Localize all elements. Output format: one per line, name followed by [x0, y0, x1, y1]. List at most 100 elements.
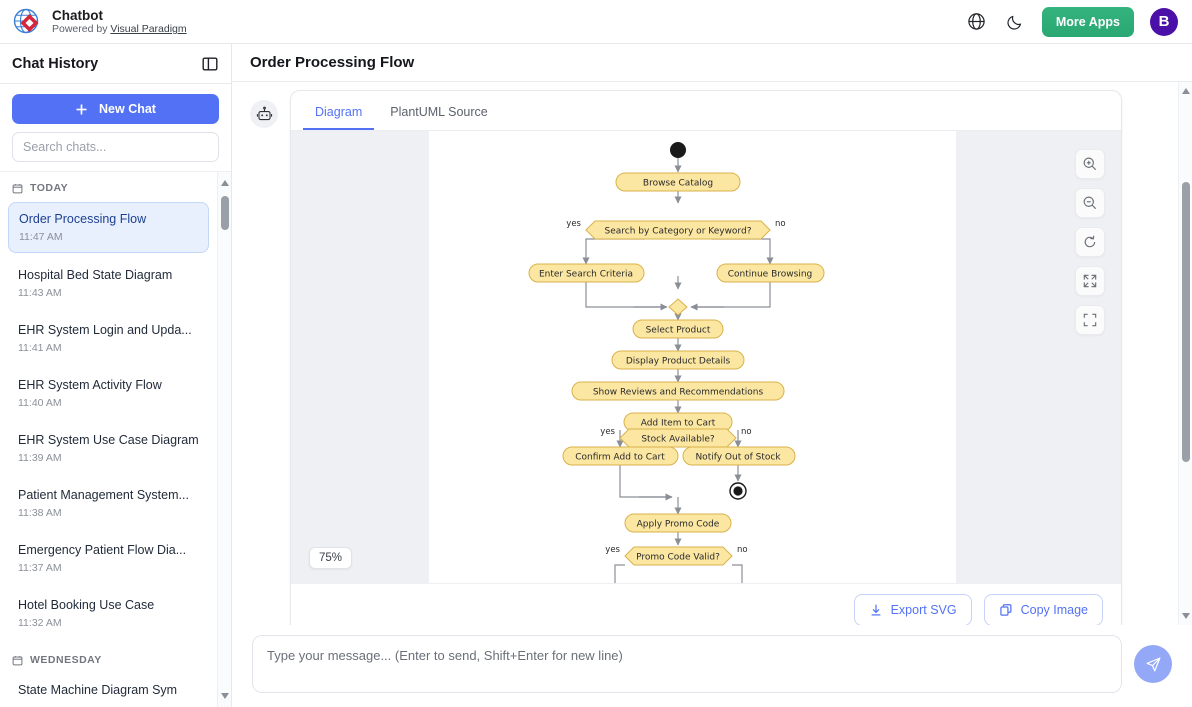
chat-history-item[interactable]: Order Processing Flow 11:47 AM	[8, 202, 209, 254]
diagram-decision-search: Search by Category or Keyword? yes no	[566, 219, 786, 240]
diagram-node-add-item-to-cart: Add Item to Cart	[623, 412, 733, 432]
search-input[interactable]	[12, 132, 219, 162]
main-scroll-down-arrow[interactable]	[1182, 613, 1190, 619]
plus-icon	[75, 103, 88, 116]
chat-group-label: TODAY	[0, 172, 217, 202]
svg-text:no: no	[741, 427, 752, 437]
new-chat-button[interactable]: New Chat	[12, 94, 219, 124]
chat-group-label-text: TODAY	[30, 182, 69, 194]
svg-text:Continue Browsing: Continue Browsing	[728, 270, 812, 280]
chat-item-title: EHR System Activity Flow	[18, 378, 162, 393]
moon-icon[interactable]	[1004, 11, 1026, 33]
sidebar-scrollbar[interactable]	[217, 172, 231, 707]
chat-item-title: Patient Management System...	[18, 488, 189, 503]
diagram-node-confirm-add-to-cart: Confirm Add to Cart	[562, 446, 679, 466]
diagram-sheet: Browse Catalog Search by Category or Key…	[429, 131, 956, 583]
chat-item-time: 11:38 AM	[18, 507, 62, 520]
paper-plane-icon	[1145, 656, 1162, 673]
scroll-down-arrow[interactable]	[221, 693, 229, 701]
chat-history-item[interactable]: Hotel Booking Use Case 11:32 AM	[8, 589, 209, 638]
svg-text:no: no	[775, 219, 786, 229]
svg-text:yes: yes	[600, 427, 615, 437]
diagram-initial-node	[670, 142, 686, 158]
calendar-icon	[12, 183, 23, 194]
svg-text:Enter Search Criteria: Enter Search Criteria	[539, 270, 633, 280]
calendar-icon	[12, 655, 23, 666]
diagram-node-notify-out-of-stock: Notify Out of Stock	[682, 446, 796, 466]
diagram-final-node	[729, 482, 747, 500]
svg-text:Add Item to Cart: Add Item to Cart	[641, 419, 716, 429]
svg-text:Browse Catalog: Browse Catalog	[643, 179, 713, 189]
download-icon	[869, 603, 883, 617]
card-tabs: Diagram PlantUML Source	[291, 91, 1121, 131]
main-scroll-up-arrow[interactable]	[1182, 88, 1190, 94]
reset-rotate-icon[interactable]	[1075, 227, 1105, 257]
assistant-message: Diagram PlantUML Source	[232, 90, 1192, 625]
chat-history-item[interactable]: Emergency Patient Flow Dia...11:37 AM	[8, 534, 209, 583]
diagram-merge-node	[668, 298, 688, 316]
chat-item-title: Order Processing Flow	[19, 212, 147, 226]
chat-group-label: WEDNESDAY	[0, 644, 217, 674]
chat-item-title: Hotel Booking Use Case	[18, 598, 155, 613]
main-header: Order Processing Flow	[232, 44, 1192, 82]
powered-by-prefix: Powered by	[52, 23, 111, 36]
chat-item-title: State Machine Diagram Sym	[18, 683, 178, 698]
chat-history-item[interactable]: State Machine Diagram Sym	[8, 674, 209, 707]
copy-image-button[interactable]: Copy Image	[983, 594, 1103, 625]
chat-item-time: 11:41 AM	[18, 341, 62, 354]
chat-item-time: 11:47 AM	[19, 230, 63, 243]
avatar[interactable]: B	[1150, 7, 1178, 36]
diagram-tools	[1075, 149, 1105, 335]
diagram-node-browse-catalog: Browse Catalog	[615, 172, 741, 192]
export-svg-button[interactable]: Export SVG	[853, 594, 972, 625]
diagram-node-enter-search-criteria: Enter Search Criteria	[528, 263, 645, 283]
copy-image-label: Copy Image	[1020, 603, 1088, 617]
visual-paradigm-link[interactable]: Visual Paradigm	[110, 23, 187, 36]
sidebar-header: Chat History	[0, 44, 231, 84]
svg-text:Apply Promo Code: Apply Promo Code	[637, 520, 720, 530]
tab-plantuml-source[interactable]: PlantUML Source	[390, 105, 488, 119]
chat-item-time: 11:39 AM	[18, 452, 62, 465]
svg-text:Show Reviews and Recommendatio: Show Reviews and Recommendations	[593, 388, 764, 398]
globe-icon[interactable]	[966, 11, 988, 33]
diagram-decision-promo: Promo Code Valid? yes no	[605, 545, 748, 566]
zoom-level-badge: 75%	[309, 547, 353, 569]
chat-item-time: 11:43 AM	[18, 286, 62, 299]
visual-paradigm-logo-icon	[12, 7, 42, 37]
sidebar-title: Chat History	[12, 55, 99, 72]
main-scroll-thumb[interactable]	[1182, 182, 1190, 462]
diagram-canvas[interactable]: Browse Catalog Search by Category or Key…	[291, 131, 1121, 583]
copy-icon	[999, 603, 1013, 617]
chat-history-item[interactable]: EHR System Login and Upda...11:41 AM	[8, 314, 209, 363]
activity-diagram-svg: Browse Catalog Search by Category or Key…	[528, 142, 825, 583]
new-chat-label: New Chat	[99, 102, 156, 116]
tab-diagram[interactable]: Diagram	[303, 97, 375, 130]
conversation-area: Diagram PlantUML Source	[232, 82, 1192, 625]
export-svg-label: Export SVG	[890, 603, 957, 617]
message-input[interactable]: Type your message... (Enter to send, Shi…	[252, 635, 1122, 693]
svg-text:Stock Available?: Stock Available?	[641, 435, 715, 445]
zoom-in-icon[interactable]	[1075, 149, 1105, 179]
fullscreen-frame-icon[interactable]	[1075, 305, 1105, 335]
svg-text:no: no	[737, 545, 748, 555]
composer: Type your message... (Enter to send, Shi…	[232, 625, 1192, 707]
send-button[interactable]	[1134, 645, 1172, 683]
svg-text:yes: yes	[566, 219, 581, 229]
page-title: Order Processing Flow	[250, 54, 415, 71]
more-apps-button[interactable]: More Apps	[1041, 6, 1134, 37]
scroll-thumb[interactable]	[221, 196, 229, 230]
main-scrollbar[interactable]	[1178, 82, 1192, 625]
scroll-up-arrow[interactable]	[221, 178, 229, 186]
main-panel: Order Processing Flow Diagram Pl	[232, 44, 1192, 707]
chat-item-time: 11:32 AM	[18, 617, 62, 630]
zoom-out-icon[interactable]	[1075, 188, 1105, 218]
chat-item-title: Emergency Patient Flow Dia...	[18, 543, 187, 558]
chat-history-item[interactable]: Patient Management System... 11:38 AM	[8, 479, 209, 528]
panel-toggle-icon[interactable]	[201, 55, 219, 73]
diagram-card: Diagram PlantUML Source	[290, 90, 1122, 625]
expand-arrows-icon[interactable]	[1075, 266, 1105, 296]
diagram-node-show-reviews: Show Reviews and Recommendations	[571, 381, 785, 401]
